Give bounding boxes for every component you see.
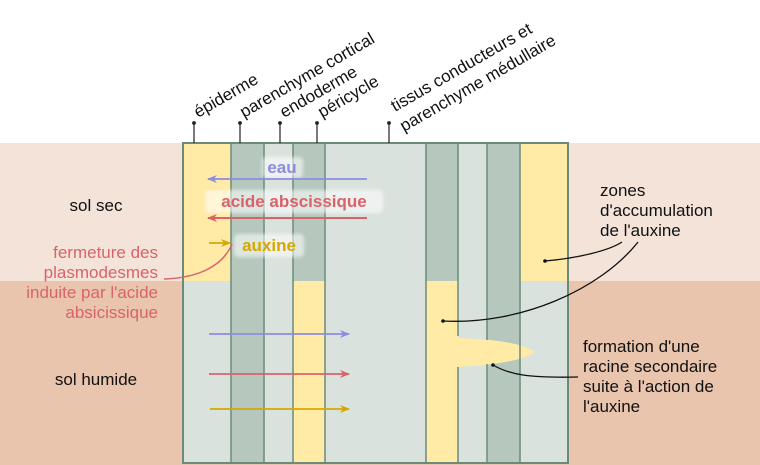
epidermis-right-wet <box>520 281 568 463</box>
pericycle-right-wet <box>426 281 458 463</box>
accumulation-dot-upper <box>543 259 547 263</box>
accumulation-line-2: d'accumulation <box>600 201 713 220</box>
plasmodesmata-pointer <box>163 243 233 280</box>
plasmodesmata-line-2: plasmodesmes <box>44 263 158 282</box>
plasmodesmata-line-3: induite par l'acide <box>26 283 158 302</box>
lateral-root-dot <box>491 363 495 367</box>
dry-flows: eau acide abscissique auxine <box>205 157 383 257</box>
lateral-line-3: suite à l'action de <box>583 377 714 396</box>
accumulation-line-1: zones <box>600 181 645 200</box>
pericycle-right-dry <box>426 143 458 281</box>
accumulation-pointer-upper <box>544 241 623 262</box>
lateral-root-note: formation d'une racine secondaire suite … <box>583 337 717 416</box>
epidermis-right-dry <box>520 143 568 281</box>
accumulation-dot-lower <box>441 319 445 323</box>
lateral-line-2: racine secondaire <box>583 357 717 376</box>
wet-flows <box>209 330 350 413</box>
auxin-label-bg <box>234 234 304 257</box>
water-label: eau <box>267 158 296 177</box>
plasmodesmata-note: fermeture des plasmodesmes induite par l… <box>26 243 158 322</box>
label-ticks <box>192 121 391 143</box>
plasmodesmata-line-4: absicissique <box>65 303 158 322</box>
lateral-root <box>440 336 535 368</box>
water-label-bg <box>262 157 303 178</box>
abscisic-label-bg <box>205 190 383 213</box>
auxin-label: auxine <box>242 236 296 255</box>
pericycle-wet <box>293 281 325 463</box>
epidermis-wet <box>183 281 231 463</box>
abscisic-label: acide abscissique <box>221 192 367 211</box>
accumulation-line-3: de l'auxine <box>600 221 681 240</box>
lateral-line-4: l'auxine <box>583 397 640 416</box>
accumulation-pointer-lower <box>442 241 639 322</box>
wet-soil-label: sol humide <box>55 370 137 389</box>
auxin-accumulation-note: zones d'accumulation de l'auxine <box>600 181 713 240</box>
lateral-root-pointer <box>492 364 579 378</box>
tissue-labels: épiderme parenchyme cortical endoderme p… <box>191 19 560 135</box>
plasmodesmata-line-1: fermeture des <box>53 243 158 262</box>
lateral-line-1: formation d'une <box>583 337 700 356</box>
cortex-right <box>487 143 520 463</box>
endodermis-right <box>458 143 487 463</box>
dry-soil-label: sol sec <box>70 196 123 215</box>
